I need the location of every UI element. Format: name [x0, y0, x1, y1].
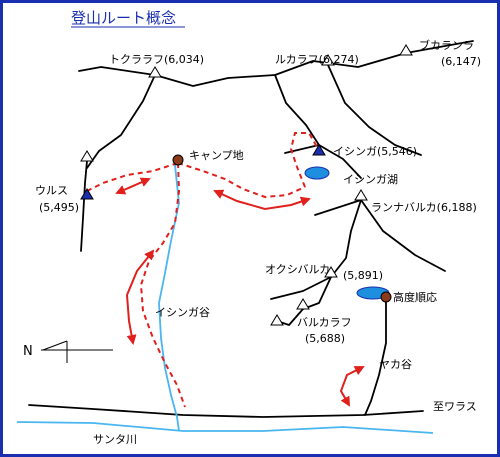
route-arrows	[115, 177, 365, 407]
map-title: 登山ルート概念	[71, 9, 176, 27]
peak-label-rannabaruka: ランナバルカ(6,188)	[371, 201, 477, 214]
compass: N	[23, 340, 113, 363]
summit-markers	[80, 44, 413, 326]
peak-elev-bukaranra: (6,147)	[441, 55, 481, 68]
route-camp-urusu	[86, 162, 179, 192]
peak-marker-tokurarafu	[148, 66, 162, 78]
peak-elev-okushibaruka: (5,891)	[343, 269, 383, 282]
urusu-ridge	[80, 160, 88, 252]
peak-marker-barukarafu	[296, 298, 310, 310]
route-map: 登山ルート概念	[16, 9, 481, 446]
arrow-yaka-valley	[339, 366, 365, 407]
tokurarafu-spur	[86, 74, 156, 169]
ishinga-valley-label: イシンガ谷	[155, 306, 210, 319]
compass-arrow-upper	[42, 340, 68, 351]
peak-marker-rukarafu	[321, 54, 335, 66]
main-ridge	[78, 40, 474, 87]
rannabaruka-west-ridge	[314, 199, 362, 216]
rivers	[16, 164, 434, 434]
ishinga-valley-stream	[158, 164, 180, 432]
peak-marker-ishinga	[312, 144, 326, 156]
santa-river-label: サンタ川	[93, 433, 137, 446]
ishinga-ridge	[284, 144, 362, 179]
to-warasu-label: 至ワラス	[433, 400, 477, 413]
yaka-valley-label: ヤカ谷	[379, 358, 412, 371]
arrow-ishinga-valley	[125, 249, 155, 345]
camp-label: キャンプ地	[189, 149, 244, 162]
acclimatization-label: 高度順応	[393, 290, 437, 304]
peak-marker-barukarafu-sub	[270, 314, 284, 326]
peak-name-okushibaruka: オクシバルカ	[265, 263, 330, 276]
ishinga-lake	[304, 166, 330, 180]
rukarafu-east-ridge	[327, 64, 422, 156]
route-ishinga-summit	[289, 132, 318, 188]
arrow-urusu	[115, 177, 151, 195]
peak-name-barukarafu: バルカラフ	[297, 316, 352, 329]
peak-label-rukarafu: ルカラフ(6,274)	[275, 53, 359, 66]
yaka-valley-ridge	[364, 296, 387, 416]
peak-label-ishinga: イシンガ(5,546)	[333, 145, 417, 158]
arrow-camp-lake	[213, 189, 311, 211]
peak-marker-okushibaruka	[324, 266, 338, 278]
rukarafu-spur	[274, 74, 320, 146]
acclimatization-camp	[380, 291, 392, 303]
santa-river	[16, 421, 434, 434]
peak-marker-urusu	[80, 188, 94, 200]
ridge-lines	[28, 40, 474, 418]
climbed-summits	[80, 144, 326, 200]
peak-name-bukaranra: ブカランラ	[419, 38, 474, 52]
route-ishinga-valley	[139, 162, 186, 408]
peak-elev-barukarafu: (5,688)	[305, 332, 345, 345]
route-camp-lake	[177, 162, 306, 199]
barukarafu-ridge	[302, 276, 332, 310]
lake-label: イシンガ湖	[343, 173, 398, 186]
peak-marker-urusu-north	[80, 150, 94, 162]
base-camp	[172, 154, 184, 166]
peak-elev-urusu: (5,495)	[39, 201, 79, 214]
compass-north-label: N	[23, 344, 33, 359]
rannabaruka-east-ridge	[360, 199, 446, 272]
okushibaruka-west-ridge	[270, 276, 332, 300]
peak-marker-bukaranra	[399, 44, 413, 56]
peak-marker-rannabaruka	[354, 189, 368, 201]
peak-name-urusu: ウルス	[35, 184, 68, 197]
south-ridge	[28, 404, 424, 418]
okushibaruka-ridge	[330, 199, 362, 278]
peak-label-tokurarafu: トクララフ(6,034)	[109, 53, 204, 66]
climbing-route	[86, 132, 318, 408]
